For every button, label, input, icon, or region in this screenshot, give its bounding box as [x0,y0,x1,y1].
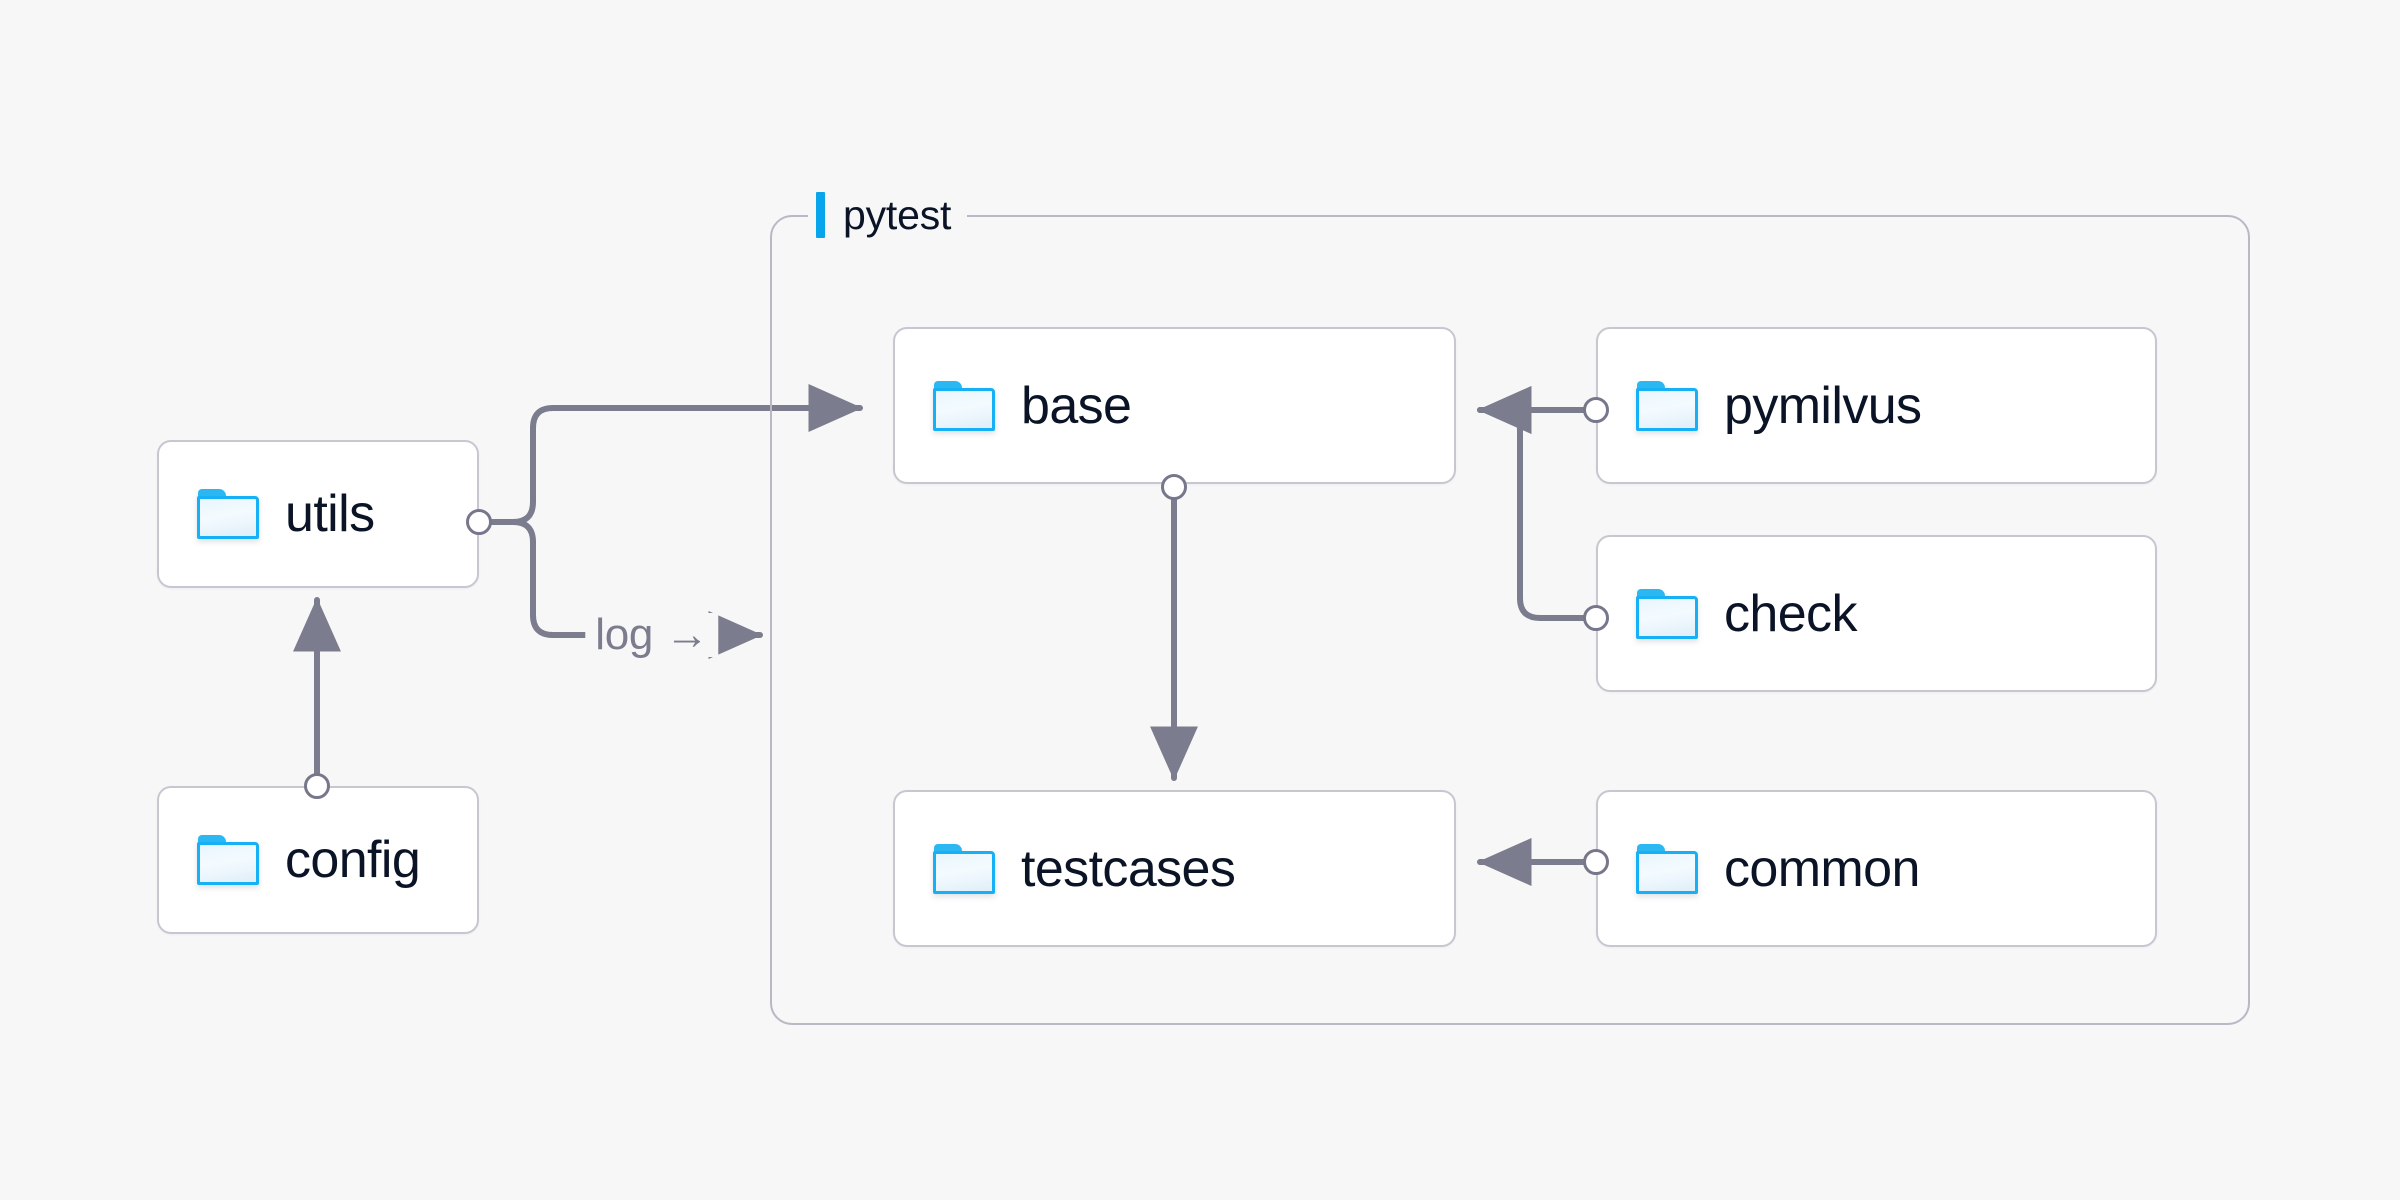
port-check-left[interactable] [1583,605,1609,631]
node-base-label: base [1021,376,1132,435]
port-pymilvus-left[interactable] [1583,397,1609,423]
node-utils[interactable]: utils [157,440,479,588]
folder-icon [1636,843,1698,894]
node-testcases-label: testcases [1021,839,1236,898]
folder-icon [933,843,995,894]
node-common[interactable]: common [1596,790,2157,947]
node-pymilvus-label: pymilvus [1724,376,1922,435]
folder-icon [1636,380,1698,431]
folder-icon [197,489,259,539]
group-accent-bar [816,192,825,238]
port-utils-right[interactable] [466,509,492,535]
folder-icon [933,380,995,431]
node-check-label: check [1724,584,1857,643]
edge-label-log: log → [585,613,719,657]
group-pytest[interactable] [770,215,2250,1025]
node-config[interactable]: config [157,786,479,934]
node-utils-label: utils [285,485,375,543]
node-testcases[interactable]: testcases [893,790,1456,947]
node-common-label: common [1724,839,1920,898]
folder-icon [1636,588,1698,639]
group-title-text: pytest [843,191,952,238]
node-pymilvus[interactable]: pymilvus [1596,327,2157,484]
node-base[interactable]: base [893,327,1456,484]
port-common-left[interactable] [1583,849,1609,875]
port-config-top[interactable] [304,773,330,799]
node-check[interactable]: check [1596,535,2157,692]
folder-icon [197,835,259,885]
node-config-label: config [285,831,421,889]
group-pytest-label: pytest [808,186,968,244]
port-base-bottom[interactable] [1161,474,1187,500]
